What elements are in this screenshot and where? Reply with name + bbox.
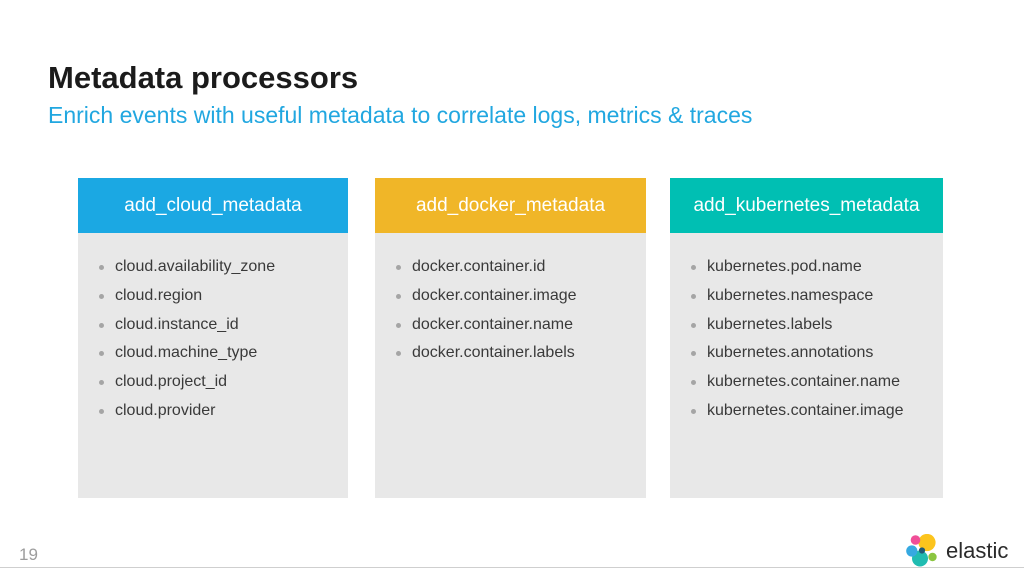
list-item: cloud.availability_zone xyxy=(78,253,348,282)
card-title: add_docker_metadata xyxy=(415,194,606,216)
card-add-cloud-metadata: add_cloud_metadata cloud.availability_zo… xyxy=(78,178,348,498)
card-title: add_kubernetes_metadata xyxy=(693,194,920,216)
list-item: docker.container.labels xyxy=(375,339,646,368)
list-item: cloud.project_id xyxy=(78,368,348,397)
list-item: kubernetes.pod.name xyxy=(670,253,943,282)
list-item: kubernetes.annotations xyxy=(670,339,943,368)
list-item: docker.container.image xyxy=(375,282,646,311)
list-item: docker.container.name xyxy=(375,311,646,340)
card-title: add_cloud_metadata xyxy=(124,194,302,216)
list-item: kubernetes.container.image xyxy=(670,397,943,426)
card-header: add_docker_metadata xyxy=(375,178,646,233)
list-item: cloud.instance_id xyxy=(78,311,348,340)
card-add-kubernetes-metadata: add_kubernetes_metadata kubernetes.pod.n… xyxy=(670,178,943,498)
footer-divider xyxy=(0,567,1024,568)
list-item: cloud.machine_type xyxy=(78,339,348,368)
elastic-logo: elastic xyxy=(906,534,1008,567)
card-header: add_kubernetes_metadata xyxy=(670,178,943,233)
list-item: kubernetes.container.name xyxy=(670,368,943,397)
page-number: 19 xyxy=(19,545,38,564)
list-item: cloud.provider xyxy=(78,397,348,426)
list-item: kubernetes.labels xyxy=(670,311,943,340)
elastic-logo-icon xyxy=(906,534,937,567)
list-item: kubernetes.namespace xyxy=(670,282,943,311)
page-subtitle: Enrich events with useful metadata to co… xyxy=(48,102,753,128)
card-header: add_cloud_metadata xyxy=(78,178,348,233)
list-item: docker.container.id xyxy=(375,253,646,282)
elastic-logo-text: elastic xyxy=(946,538,1009,563)
page-title: Metadata processors xyxy=(48,60,359,95)
list-item: cloud.region xyxy=(78,282,348,311)
